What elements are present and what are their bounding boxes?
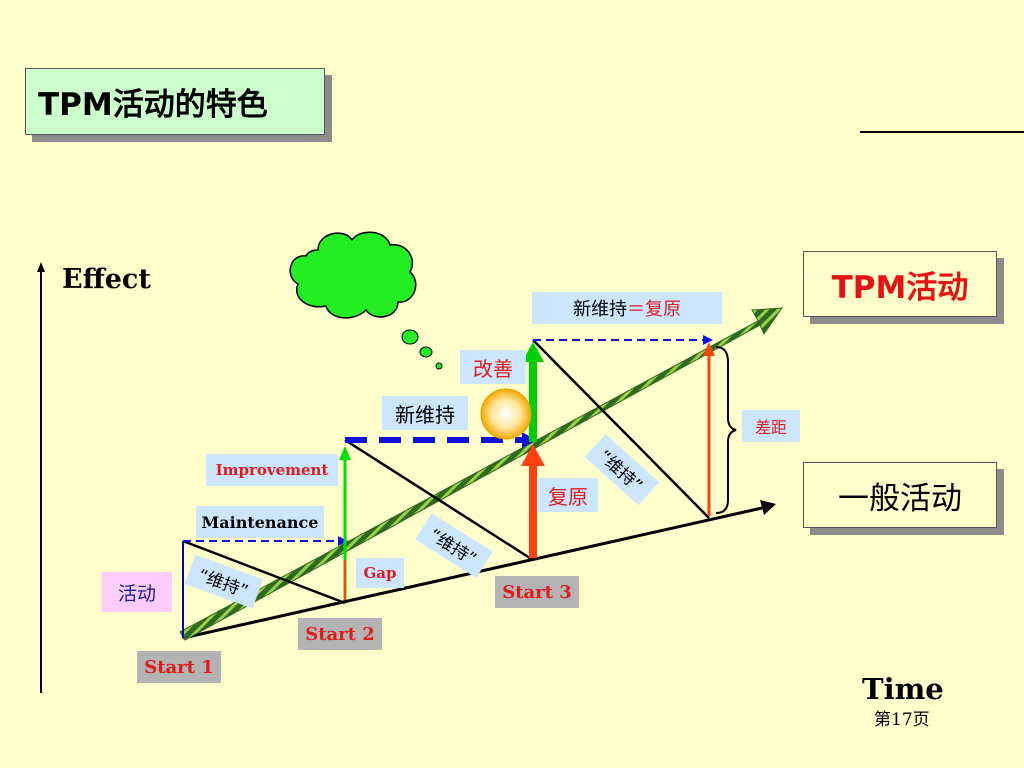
page-number: 第17页 (874, 710, 930, 730)
start-1-label: Start 1 (137, 651, 221, 683)
kaizen-label: 改善 (460, 350, 526, 384)
difference-arrowhead (703, 342, 715, 356)
maintain-decline-3 (532, 339, 710, 519)
maintenance-level-arrowhead (338, 536, 348, 546)
start-2-text: Start 2 (305, 623, 375, 645)
improvement-label-text: Improvement (215, 461, 329, 479)
thought-bubble-small (435, 362, 443, 370)
legend-tpm-activity: TPM活动 (803, 251, 997, 317)
idea-sun (480, 388, 532, 440)
thought-bubble-medium (419, 346, 433, 358)
new-maintain-label: 新维持 (382, 396, 468, 430)
restore-level-arrowhead (703, 335, 713, 345)
difference-label: 差距 (742, 410, 800, 442)
thought-cloud (289, 231, 417, 319)
tpm-activity-arrow (179, 307, 784, 641)
new-maintain-eq-part2: 复原 (645, 299, 681, 320)
page-title: TPM活动的特色 (25, 68, 325, 135)
difference-brace (715, 346, 737, 514)
start-2-label: Start 2 (298, 618, 382, 650)
general-activity-arrowhead (760, 500, 776, 515)
page-title-text: TPM活动的特色 (38, 87, 268, 123)
kaizen-label-text: 改善 (473, 356, 513, 381)
legend-tpm-text: TPM活动 (831, 269, 969, 306)
activity-label: 活动 (102, 572, 172, 612)
improvement-arrowhead-1 (339, 446, 351, 460)
thought-bubble-large (401, 329, 419, 345)
kaizen-arrowhead (522, 342, 544, 362)
difference-label-text: 差距 (754, 418, 787, 437)
restore-label-text: 复原 (548, 484, 588, 509)
activity-label-text: 活动 (117, 582, 156, 605)
start-1-text: Start 1 (144, 656, 214, 678)
new-maintain-equals-restore-label: 新维持 ＝ 复原 (532, 292, 722, 324)
y-axis-arrowhead (37, 262, 45, 272)
maintain-decline-2 (344, 438, 534, 562)
maintenance-label: Maintenance (196, 506, 324, 538)
legend-general-activity: 一般活动 (803, 462, 997, 528)
new-maintain-eq-sign: ＝ (627, 299, 645, 320)
start-3-label: Start 3 (495, 576, 579, 608)
improvement-label: Improvement (206, 454, 338, 486)
y-axis-label: Effect (62, 264, 151, 295)
gap-label: Gap (356, 558, 404, 588)
new-maintain-label-text: 新维持 (395, 402, 455, 427)
new-maintain-eq-part1: 新维持 (573, 299, 627, 320)
maintain-decline-1 (182, 539, 346, 605)
start-3-text: Start 3 (502, 581, 572, 603)
x-axis-label: Time (862, 672, 944, 706)
restore-label: 复原 (538, 478, 598, 512)
legend-general-text: 一般活动 (838, 480, 962, 517)
gap-label-text: Gap (363, 564, 397, 582)
maintenance-label-text: Maintenance (201, 512, 319, 532)
restore-arrowhead (521, 444, 545, 466)
